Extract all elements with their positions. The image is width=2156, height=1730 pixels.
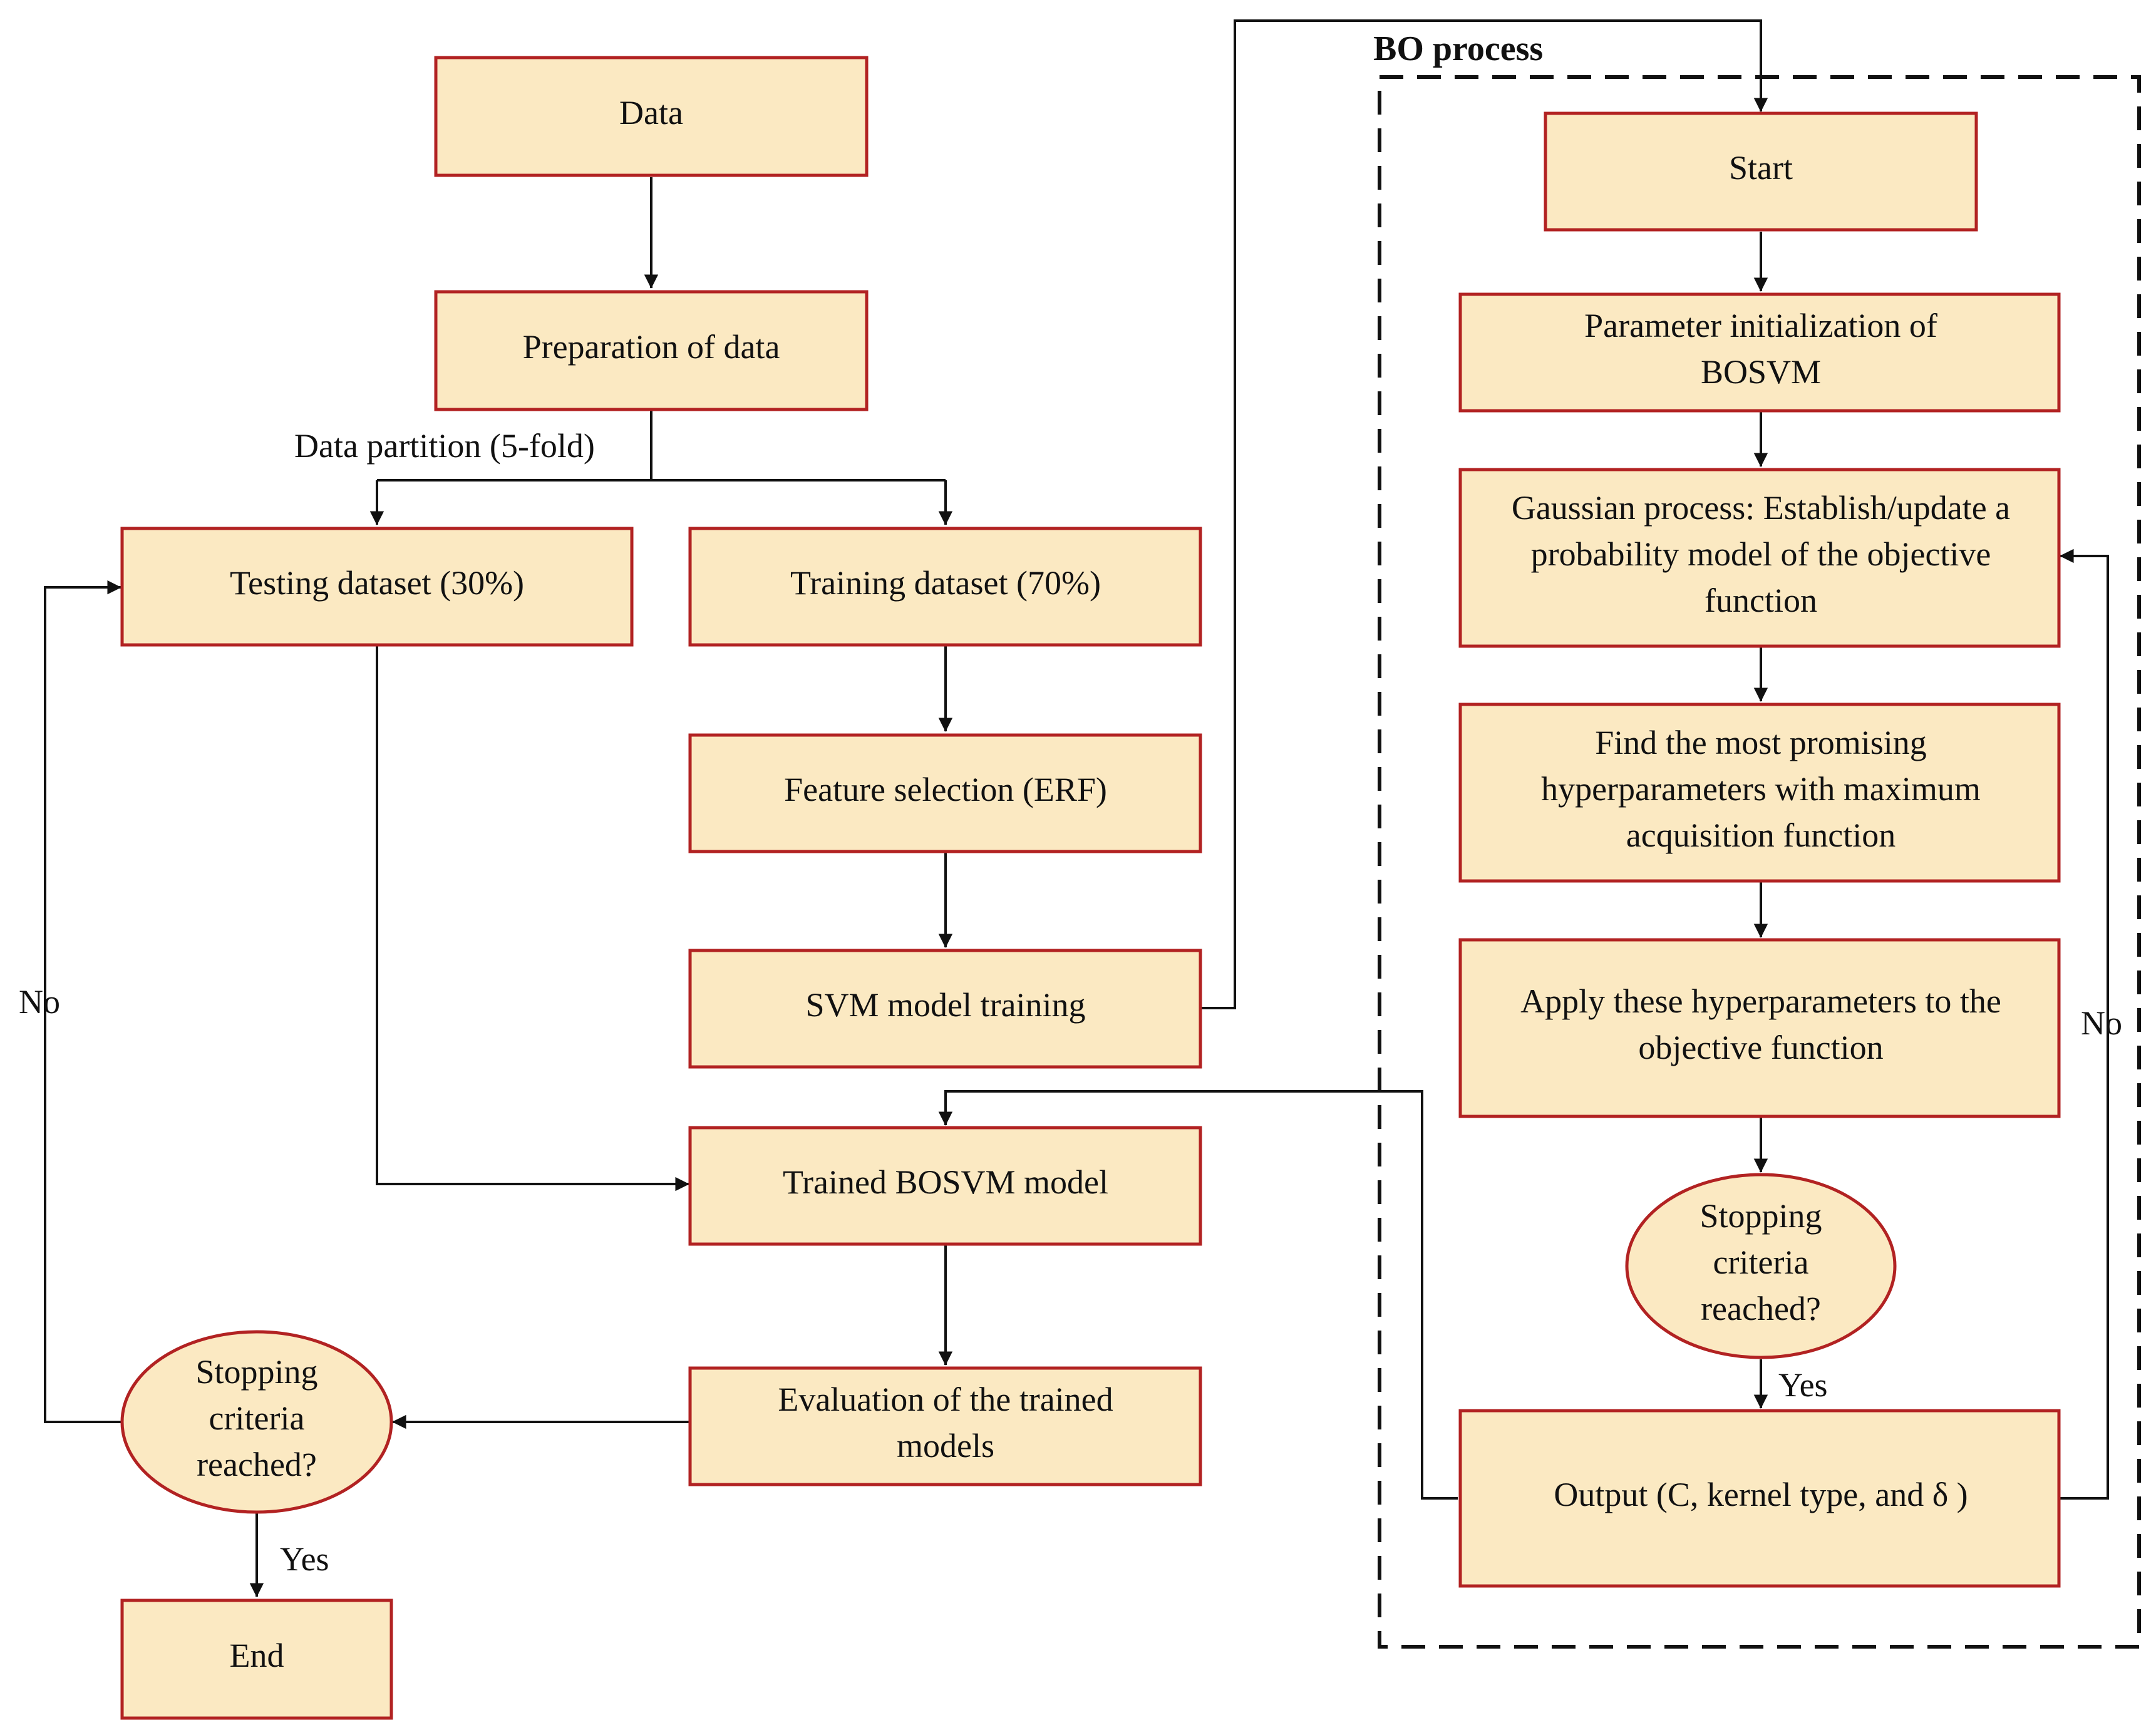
node-testing-dataset: Testing dataset (30%) [120,527,634,647]
node-evaluation: Evaluation of the trained models [688,1366,1202,1486]
node-apply-hyperparameters-text: Apply these hyperparameters to the object… [1520,982,2001,1066]
node-line: Data [619,94,683,131]
edge-svm-to-start [1200,19,1768,1009]
edge-output-to-gaussian [2059,548,2109,1500]
node-output: Output (C, kernel type, and δ ) [1458,1409,2061,1588]
node-line: Apply these hyperparameters to the [1520,982,2001,1020]
node-feature-selection: Feature selection (ERF) [688,733,1202,853]
node-find-hyperparameters: Find the most promising hyperparameters w… [1458,703,2061,883]
edge-output-to-trained [938,1090,1458,1500]
node-gaussian-process-text: Gaussian process: Establish/update a prob… [1512,489,2010,619]
node-feature-selection-text: Feature selection (ERF) [784,771,1107,808]
node-training-dataset: Training dataset (70%) [688,527,1202,647]
node-line: objective function [1638,1029,1883,1066]
node-param-init: Parameter initialization of BOSVM [1458,292,2061,413]
node-gaussian-process: Gaussian process: Establish/update a prob… [1458,468,2061,648]
node-line: criteria [209,1399,305,1437]
node-training-dataset-text: Training dataset (70%) [790,564,1101,602]
node-line: Gaussian process: Establish/update a [1512,489,2010,527]
node-line: criteria [1713,1243,1809,1281]
node-stop-right-text: Stopping criteria reached? [1700,1197,1822,1327]
node-line: Stopping [195,1353,317,1391]
node-start-text: Start [1729,149,1793,187]
edge-stop-to-testing [44,580,122,1423]
node-line: Preparation of data [523,328,780,366]
node-line: Feature selection (ERF) [784,771,1107,808]
node-trained-bosvm: Trained BOSVM model [688,1126,1202,1246]
node-output-text: Output (C, kernel type, and δ ) [1554,1476,1968,1513]
label-no-right: No [2081,1004,2122,1042]
node-find-hyperparameters-text: Find the most promising hyperparameters w… [1541,724,1981,854]
node-line: Trained BOSVM model [783,1163,1108,1201]
bo-process-label: BO process [1373,29,1543,68]
node-trained-bosvm-text: Trained BOSVM model [783,1163,1108,1201]
node-end: End [120,1599,393,1720]
node-stop-right: Stopping criteria reached? [1625,1173,1897,1359]
node-line: BOSVM [1701,353,1821,391]
node-end-text: End [230,1637,284,1674]
node-line: hyperparameters with maximum [1541,770,1981,808]
node-stop-left-text: Stopping criteria reached? [195,1353,317,1483]
node-line: Evaluation of the trained [778,1381,1113,1418]
node-line: End [230,1637,284,1674]
node-line: Stopping [1700,1197,1822,1235]
node-line: Find the most promising [1595,724,1927,761]
node-line: reached? [197,1446,317,1483]
node-line: Testing dataset (30%) [230,564,524,602]
node-preparation: Preparation of data [434,290,869,411]
node-start: Start [1544,111,1978,232]
node-line: models [897,1427,994,1465]
node-line: function [1705,582,1817,619]
node-svm-training-text: SVM model training [806,986,1086,1024]
label-data-partition: Data partition (5-fold) [294,427,595,465]
node-line: SVM model training [806,986,1086,1024]
edge-testing-to-trained [376,646,689,1192]
node-stop-left: Stopping criteria reached? [120,1330,393,1514]
node-line: Training dataset (70%) [790,564,1101,602]
node-svm-training: SVM model training [688,949,1202,1069]
node-apply-hyperparameters: Apply these hyperparameters to the object… [1458,938,2061,1118]
node-param-init-text: Parameter initialization of BOSVM [1584,307,1937,391]
node-line: probability model of the objective [1531,535,1991,573]
node-line: reached? [1701,1290,1821,1327]
node-line: acquisition function [1626,816,1896,854]
node-line: Parameter initialization of [1584,307,1937,344]
label-yes-left: Yes [280,1540,329,1578]
node-preparation-text: Preparation of data [523,328,780,366]
node-line: Output (C, kernel type, and δ ) [1554,1476,1968,1513]
node-testing-dataset-text: Testing dataset (30%) [230,564,524,602]
label-no-left: No [19,983,60,1021]
node-data-text: Data [619,94,683,131]
node-line: Start [1729,149,1793,187]
node-data: Data [434,56,869,177]
label-yes-right: Yes [1778,1366,1828,1404]
bo-process-group [1378,75,2141,1649]
node-evaluation-text: Evaluation of the trained models [778,1381,1113,1465]
